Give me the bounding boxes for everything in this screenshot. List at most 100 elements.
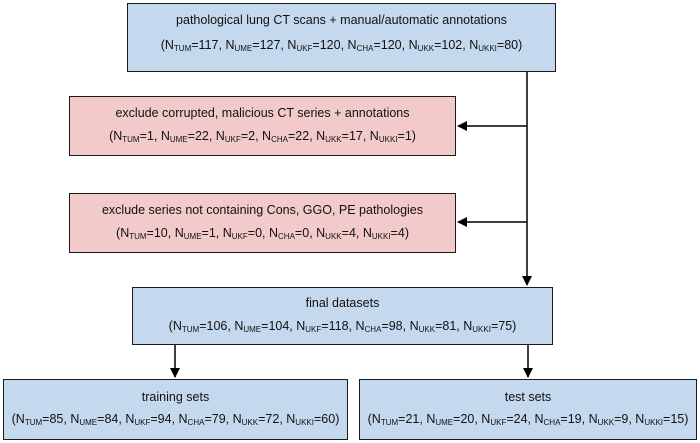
- count-tum: NTUM=1: [113, 129, 154, 144]
- training-sets-node: training sets (NTUM=85, NUME=84, NUKF=94…: [3, 379, 348, 440]
- test-sets-node: test sets (NTUM=21, NUME=20, NUKF=24, NC…: [359, 379, 697, 440]
- count-ukki: NUKKI=4: [362, 226, 405, 241]
- count-label: N: [225, 38, 235, 52]
- count-value: 20: [460, 412, 475, 426]
- count-label: N: [369, 129, 379, 143]
- exclude-corrupted-node-counts: (NTUM=1, NUME=22, NUKF=2, NCHA=22, NUKK=…: [109, 129, 416, 144]
- count-label: N: [534, 412, 544, 426]
- exclude-pathologies-node-counts: (NTUM=10, NUME=1, NUKF=0, NCHA=0, NUKK=4…: [116, 226, 409, 241]
- count-value: 72: [265, 412, 280, 426]
- count-value: 120: [380, 38, 402, 52]
- count-subscript: UKF: [224, 135, 241, 144]
- count-subscript: UKK: [325, 135, 342, 144]
- count-value: 1: [404, 129, 412, 143]
- count-ukki: NUKKI=75: [463, 319, 513, 334]
- count-ukki: NUKKI=60: [286, 412, 336, 427]
- count-subscript: UKKI: [472, 325, 491, 334]
- count-cha: NCHA=120: [347, 38, 402, 53]
- count-ukf: NUKF=120: [287, 38, 341, 53]
- count-ukki: NUKKI=80: [469, 38, 519, 53]
- count-subscript: UME: [79, 418, 98, 427]
- count-subscript: CHA: [271, 135, 288, 144]
- count-label: N: [347, 38, 357, 52]
- count-cha: NCHA=79: [178, 412, 226, 427]
- count-label: N: [316, 226, 326, 240]
- count-subscript: UKK: [325, 232, 342, 241]
- count-ume: NUME=20: [426, 412, 475, 427]
- count-ume: NUME=1: [174, 226, 216, 241]
- count-cha: NCHA=98: [355, 319, 403, 334]
- count-subscript: UKK: [241, 418, 259, 427]
- count-ukki: NUKKI=15: [635, 412, 685, 427]
- count-label: N: [296, 319, 306, 333]
- count-label: N: [234, 319, 244, 333]
- count-subscript: UME: [234, 44, 253, 53]
- count-label: N: [160, 129, 170, 143]
- count-subscript: UME: [169, 135, 188, 144]
- exclude-pathologies-node-title: exclude series not containing Cons, GGO,…: [101, 203, 423, 217]
- count-subscript: UKK: [417, 44, 435, 53]
- count-value: 85: [49, 412, 64, 426]
- count-value: 22: [194, 129, 209, 143]
- count-label: N: [286, 412, 296, 426]
- count-subscript: UME: [183, 232, 202, 241]
- count-label: N: [316, 129, 326, 143]
- count-subscript: UKKI: [644, 418, 663, 427]
- count-ume: NUME=127: [225, 38, 281, 53]
- count-value: 118: [328, 319, 349, 333]
- count-value: 22: [295, 129, 310, 143]
- count-tum: NTUM=21: [371, 412, 420, 427]
- count-label: N: [588, 412, 598, 426]
- count-value: 98: [388, 319, 403, 333]
- count-cha: NCHA=0: [269, 226, 310, 241]
- count-subscript: UKF: [296, 44, 313, 53]
- count-ukk: NUKK=102: [408, 38, 463, 53]
- count-value: 10: [153, 226, 168, 240]
- count-subscript: TUM: [173, 44, 192, 53]
- count-ukf: NUKF=94: [125, 412, 172, 427]
- count-subscript: CHA: [543, 418, 561, 427]
- count-tum: NTUM=85: [15, 412, 64, 427]
- count-value: 79: [211, 412, 226, 426]
- count-ume: NUME=104: [234, 319, 290, 334]
- count-tum: NTUM=10: [120, 226, 168, 241]
- count-label: N: [222, 226, 232, 240]
- count-value: 9: [621, 412, 629, 426]
- count-value: 117: [198, 38, 219, 52]
- count-label: N: [164, 38, 174, 52]
- exclude-corrupted-node-title: exclude corrupted, malicious CT series +…: [115, 106, 410, 120]
- count-value: 2: [248, 129, 256, 143]
- count-subscript: UKKI: [478, 44, 497, 53]
- count-label: N: [287, 38, 297, 52]
- count-subscript: UME: [435, 418, 454, 427]
- count-subscript: TUM: [181, 325, 200, 334]
- count-value: 4: [348, 226, 356, 240]
- count-value: 127: [259, 38, 281, 52]
- count-subscript: UKKI: [378, 135, 398, 144]
- count-cha: NCHA=19: [534, 412, 582, 427]
- count-value: 0: [255, 226, 263, 240]
- count-subscript: UKKI: [371, 232, 391, 241]
- count-label: N: [120, 226, 130, 240]
- count-ukk: NUKK=9: [588, 412, 629, 427]
- exclude-corrupted-node: exclude corrupted, malicious CT series +…: [69, 96, 456, 156]
- count-value: 17: [348, 129, 363, 143]
- count-tum: NTUM=106: [172, 319, 228, 334]
- count-ukk: NUKK=81: [409, 319, 457, 334]
- count-label: N: [174, 226, 184, 240]
- count-ukki: NUKKI=1: [369, 129, 412, 144]
- count-label: N: [269, 226, 279, 240]
- exclude-pathologies-node: exclude series not containing Cons, GGO,…: [69, 193, 456, 253]
- count-label: N: [215, 129, 225, 143]
- count-label: N: [409, 319, 419, 333]
- count-label: N: [355, 319, 365, 333]
- count-ume: NUME=22: [160, 129, 209, 144]
- count-label: N: [232, 412, 242, 426]
- count-cha: NCHA=22: [262, 129, 310, 144]
- final-datasets-node-counts: (NTUM=106, NUME=104, NUKF=118, NCHA=98, …: [168, 319, 517, 334]
- count-value: 81: [442, 319, 457, 333]
- training-sets-node-counts: (NTUM=85, NUME=84, NUKF=94, NCHA=79, NUK…: [11, 412, 340, 427]
- count-subscript: UKF: [134, 418, 151, 427]
